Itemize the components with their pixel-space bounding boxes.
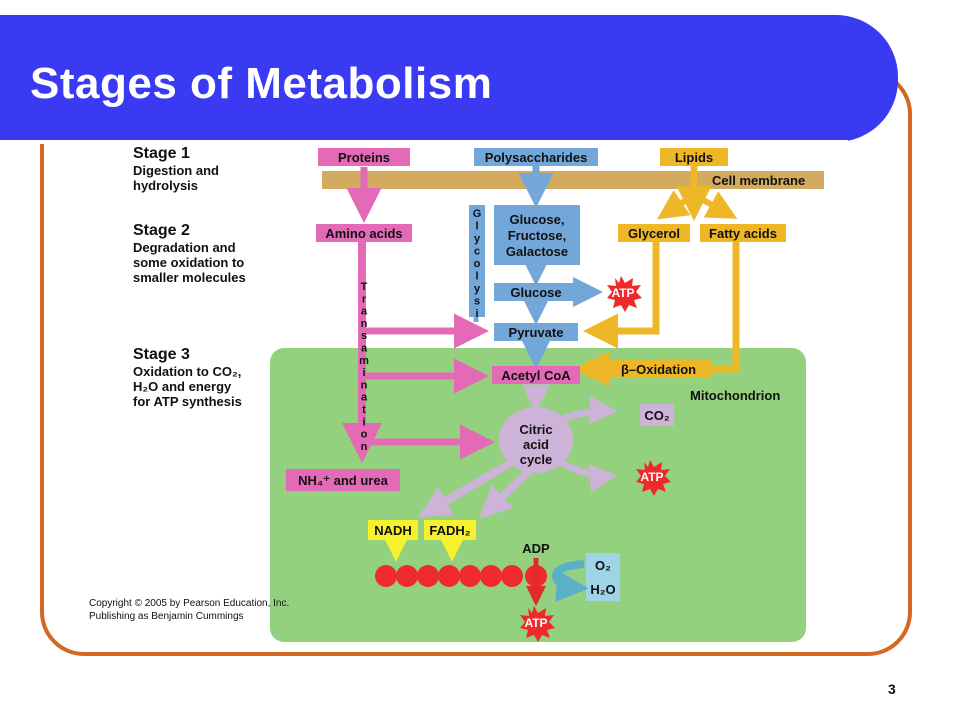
stage-1-desc-line: Digestion and: [133, 163, 219, 178]
amino-acids-box: [316, 224, 412, 242]
h2o-label: H₂O: [590, 582, 615, 597]
lipids-label: Lipids: [675, 150, 713, 165]
fadh2-box: [424, 520, 476, 540]
pyruvate-label: Pyruvate: [509, 325, 564, 340]
polysaccharides-label: Polysaccharides: [485, 150, 588, 165]
stage-2-desc-line: some oxidation to: [133, 255, 245, 270]
o2-h2o-box: [586, 553, 620, 601]
slide-title: Stages of Metabolism: [30, 59, 493, 108]
stage-2-label: Stage 2 Degradation and some oxidation t…: [133, 222, 246, 285]
lipid-to-glycerol-arrow: [657, 190, 694, 220]
cycle-to-atp-arrow: [558, 458, 618, 492]
stage-3-heading: Stage 3: [133, 346, 190, 363]
oxygen-reduction-arrow: [551, 560, 589, 602]
hexoses-box: [494, 205, 580, 265]
citric-acid-cycle-circle: [499, 407, 573, 473]
polysaccharides-box: [474, 148, 598, 166]
atp-label-glucose: ATP: [611, 286, 634, 300]
cycle-line-3: cycle: [520, 452, 553, 467]
o2-label: O₂: [595, 558, 611, 573]
mitochondrion-label: Mitochondrion: [690, 388, 780, 403]
copyright-line: Copyright © 2005 by Pearson Education, I…: [89, 598, 290, 609]
glucose-box: [494, 283, 578, 301]
fatty-to-acetyl-line: [712, 242, 740, 373]
glycolysis-box: [469, 205, 485, 317]
atp-label-cycle: ATP: [640, 470, 663, 484]
amino-acids-label: Amino acids: [325, 226, 402, 241]
stage-3-desc-line: H₂O and energy: [133, 379, 232, 394]
cycle-to-nadh-arrow: [418, 458, 515, 518]
stage-1-desc-line: hydrolysis: [133, 178, 199, 193]
beta-oxidation-label: β–Oxidation: [621, 362, 696, 377]
stage-2-desc-line: smaller molecules: [133, 270, 246, 285]
stage-1-heading: Stage 1: [133, 145, 190, 162]
etc-bead: [459, 565, 481, 587]
acetyl-coa-label: Acetyl CoA: [501, 368, 571, 383]
glycerol-box: [618, 224, 690, 242]
etc-bead: [438, 565, 460, 587]
proteins-box: [318, 148, 410, 166]
lipid-to-fatty-arrow: [694, 191, 738, 219]
stage-3-desc-line: for ATP synthesis: [133, 394, 242, 409]
atp-label-etc: ATP: [524, 616, 547, 630]
copyright-notice: Copyright © 2005 by Pearson Education, I…: [89, 597, 289, 623]
copyright-line: Publishing as Benjamin Cummings: [89, 611, 244, 622]
fatty-acids-label: Fatty acids: [709, 226, 777, 241]
acetyl-coa-box: [492, 366, 580, 384]
etc-bead: [417, 565, 439, 587]
title-underline: [0, 140, 848, 144]
page-number: 3: [888, 681, 896, 697]
beta-oxidation-bar: [588, 360, 712, 378]
glycerol-to-pyruvate-arrow: [583, 242, 660, 349]
nadh-box: [368, 520, 418, 540]
cell-membrane-label: Cell membrane: [712, 173, 805, 188]
stage-2-desc-line: Degradation and: [133, 240, 236, 255]
title-bar: Stages of Metabolism: [0, 15, 898, 144]
hexoses-line-2: Fructose,: [508, 228, 567, 243]
stage-1-label: Stage 1 Digestion and hydrolysis: [133, 145, 219, 193]
stage-3-label: Stage 3 Oxidation to CO₂, H₂O and energy…: [133, 346, 242, 409]
nadh-label: NADH: [374, 523, 412, 538]
hexoses-line-1: Glucose,: [510, 212, 565, 227]
fatty-acids-box: [700, 224, 786, 242]
cycle-line-1: Citric: [519, 422, 552, 437]
etc-bead: [480, 565, 502, 587]
lipids-box: [660, 148, 728, 166]
cycle-to-co2-arrow: [558, 396, 618, 425]
stage-3-desc-line: Oxidation to CO₂,: [133, 364, 242, 379]
proteins-label: Proteins: [338, 150, 390, 165]
adp-label: ADP: [522, 541, 550, 556]
hexoses-line-3: Galactose: [506, 244, 568, 259]
atp-burst-cycle: [636, 460, 671, 496]
co2-label: CO₂: [644, 408, 670, 423]
etc-bead: [396, 565, 418, 587]
cell-membrane-band: [322, 171, 824, 189]
co2-box: [640, 404, 674, 426]
cycle-line-2: acid: [523, 437, 549, 452]
atp-burst-glucose: [607, 276, 642, 312]
cycle-to-fadh2-arrow: [479, 467, 533, 519]
glucose-label: Glucose: [510, 285, 561, 300]
pyruvate-box: [494, 323, 578, 341]
nh4-urea-label: NH₄⁺ and urea: [298, 473, 388, 488]
fadh2-label: FADH₂: [429, 523, 470, 538]
etc-bead: [501, 565, 523, 587]
stage-2-heading: Stage 2: [133, 222, 190, 239]
etc-bead: [375, 565, 397, 587]
atp-burst-etc: [520, 606, 555, 642]
nh4-urea-box: [286, 469, 400, 491]
glycerol-label: Glycerol: [628, 226, 680, 241]
